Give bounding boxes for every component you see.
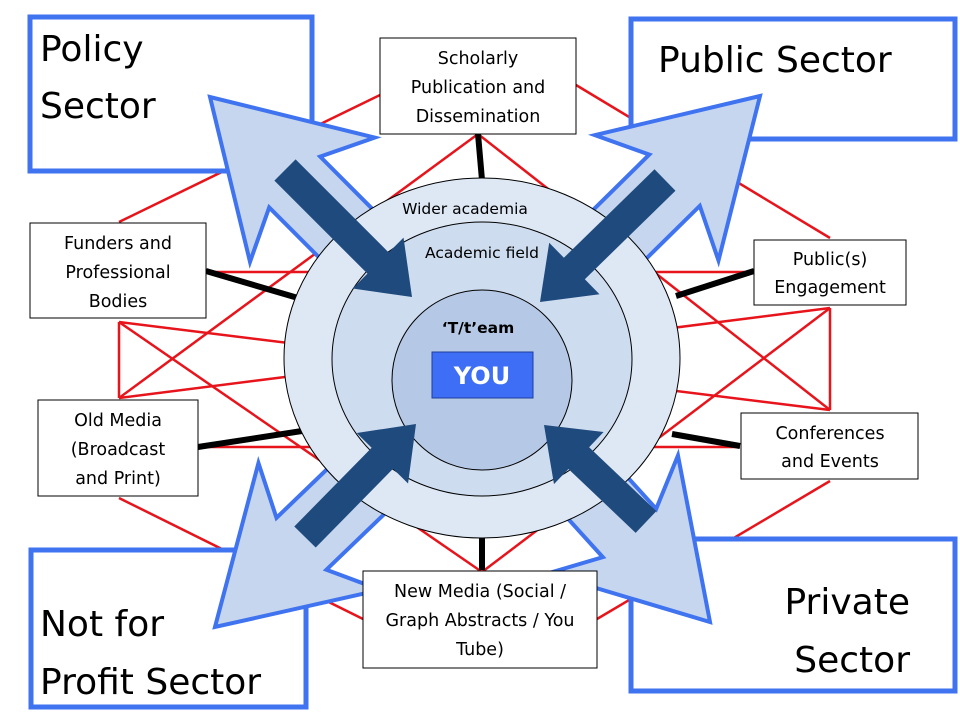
funders-label-2: Professional — [65, 263, 170, 283]
private-sector-label-2: Sector — [794, 640, 910, 681]
public-engagement-label-1: Public(s) — [793, 250, 868, 270]
old-media-label-3: and Print) — [75, 469, 161, 489]
old-media-box — [37, 399, 199, 497]
network-line — [118, 132, 479, 400]
scholarly-label-1: Scholarly — [438, 49, 519, 69]
wider-academia-label: Wider academia — [402, 200, 528, 218]
funders-label-1: Funders and — [64, 234, 172, 254]
scholarly-label-3: Dissemination — [416, 107, 541, 127]
you-label: YOU — [453, 362, 510, 390]
public-engagement-label-2: Engagement — [774, 278, 886, 298]
network-line — [118, 320, 483, 574]
not-for-profit-label-2: Profit Sector — [40, 662, 261, 703]
private-sector-label-1: Private — [784, 582, 910, 623]
link-line — [197, 428, 303, 450]
link-line — [205, 268, 299, 301]
link-line — [475, 133, 485, 181]
link-line — [675, 268, 755, 299]
scholarly-publication-box — [379, 37, 577, 135]
public-sector-label: Public Sector — [658, 40, 892, 81]
inward-arrow-policy-icon — [274, 159, 412, 297]
new-media-box — [362, 570, 598, 669]
inward-arrow-not-for-profit-icon — [294, 424, 416, 548]
academic-field-label: Academic field — [425, 244, 539, 262]
funders-box — [29, 222, 207, 319]
team-label: ‘T/t’eam — [442, 319, 515, 337]
you-box — [431, 351, 534, 399]
public-engagement-box — [753, 239, 907, 306]
conferences-label-1: Conferences — [775, 424, 884, 444]
policy-sector-label-1: Policy — [40, 29, 144, 70]
link-lines — [197, 133, 755, 570]
funders-label-3: Bodies — [89, 292, 148, 312]
not-for-profit-label-1: Not for — [40, 604, 164, 645]
inward-arrow-public-icon — [540, 169, 676, 302]
scholarly-label-2: Publication and — [411, 78, 546, 98]
link-line — [671, 431, 741, 449]
conferences-label-2: and Events — [781, 452, 879, 472]
inward-arrow-private-icon — [544, 425, 657, 533]
old-media-label-2: (Broadcast — [71, 440, 166, 460]
conferences-box — [740, 412, 919, 480]
new-media-label-3: Tube) — [455, 640, 504, 660]
old-media-label-1: Old Media — [74, 411, 162, 431]
new-media-label-1: New Media (Social / — [394, 582, 566, 602]
new-media-label-2: Graph Abstracts / You — [385, 611, 574, 631]
policy-sector-label-2: Sector — [40, 86, 156, 127]
